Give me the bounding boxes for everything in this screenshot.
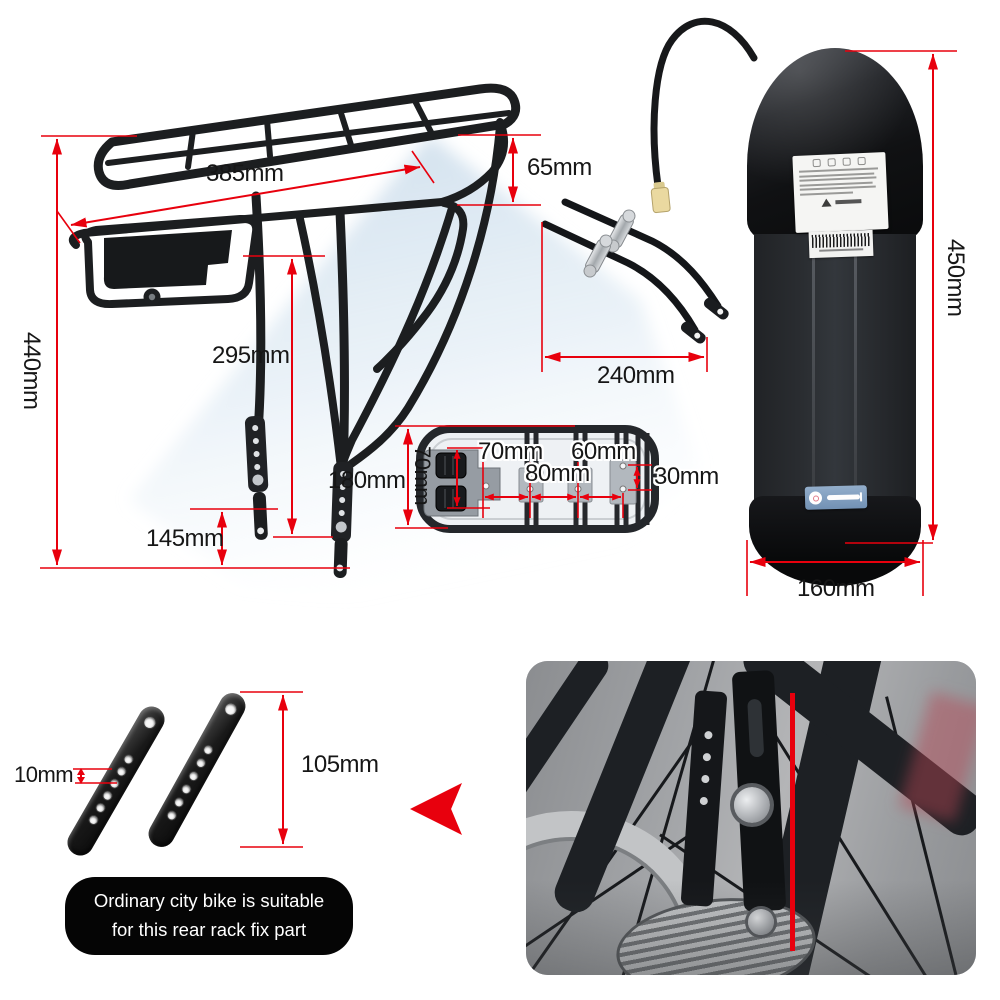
callout-line1: Ordinary city bike is suitable — [93, 890, 325, 912]
xt60-connector — [650, 181, 671, 214]
dim-fixbar-hole-pitch: 10mm — [14, 762, 74, 787]
dim-mount-block-span: 70mm — [410, 446, 435, 506]
support-struts — [541, 198, 729, 344]
mount-arm-right — [330, 461, 354, 578]
strut-clamp — [583, 234, 613, 278]
dim-rack-total-height: 440mm — [18, 332, 45, 410]
battery-body — [754, 234, 916, 502]
dim-hole-span-2: 80mm — [525, 460, 590, 487]
battery-seam — [812, 234, 816, 502]
dim-battery-width: 160mm — [797, 575, 875, 602]
alignment-highlight-line — [790, 693, 795, 951]
mount-arm-left — [244, 415, 269, 540]
mount-bolt-small — [748, 909, 774, 935]
photo-floor-shadow — [526, 880, 976, 975]
dim-hole-offset: 30mm — [654, 463, 719, 490]
dim-rack-right-drop: 65mm — [527, 154, 592, 181]
battery-cable — [650, 17, 758, 214]
dim-hole-span-1: 70mm — [478, 438, 543, 465]
bike-photo — [526, 661, 976, 975]
dim-rack-width: 180mm — [328, 467, 406, 494]
callout-note: Ordinary city bike is suitable for this … — [65, 877, 353, 955]
dim-rack-mount-to-ground: 145mm — [146, 525, 224, 552]
dim-rack-top-length: 385mm — [206, 160, 284, 187]
rear-rack-illustration — [68, 83, 521, 578]
dim-fixbar-length: 105mm — [301, 751, 379, 778]
battery-top-cap — [747, 48, 923, 240]
dim-rack-platform-height: 295mm — [212, 342, 290, 369]
dim-strut-length: 240mm — [597, 362, 675, 389]
mount-bolt — [734, 787, 770, 823]
dim-battery-height: 450mm — [942, 239, 969, 317]
dimension-lines — [40, 50, 957, 848]
dim-hole-span-3: 60mm — [571, 438, 636, 465]
battery-seam — [854, 234, 858, 502]
callout-line2: for this rear rack fix part — [111, 919, 307, 940]
